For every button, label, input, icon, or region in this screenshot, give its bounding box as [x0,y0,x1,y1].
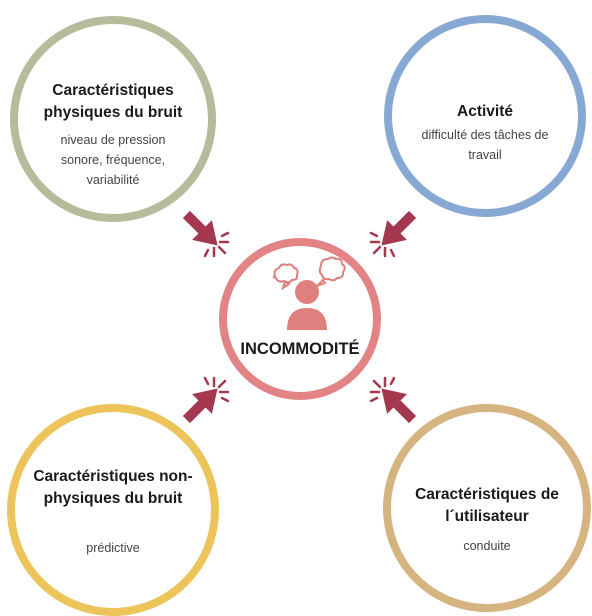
center-label: INCOMMODITÉ [240,340,360,358]
subtitle-line: variabilité [86,173,140,187]
activity-circle: Activité difficulté des tâches de travai… [384,15,586,217]
click-arrow-icon [369,210,417,258]
circle-text: Caractéristiques non- physiques du bruit… [15,466,211,558]
circle-title: Caractéristiques non- physiques du bruit [33,466,192,510]
title-line: l´utilisateur [445,508,529,525]
person-head [295,280,319,304]
noise-nonphysical-characteristics-circle: Caractéristiques non- physiques du bruit… [7,404,219,616]
annoyance-center-circle: INCOMMODITÉ [219,238,381,400]
noise-physical-characteristics-circle: Caractéristiques physiques du bruit nive… [10,16,216,222]
title-line: Caractéristiques non- [33,468,193,485]
circle-subtitle: niveau de pression sonore, fréquence, va… [61,130,166,190]
subtitle-line: sonore, fréquence, [60,153,166,167]
annoyed-person-icon [272,256,346,330]
subtitle-line: travail [468,148,502,162]
title-line: Activité [457,103,513,120]
title-line: physiques du bruit [43,490,183,507]
title-line: physiques du bruit [43,104,183,121]
circle-title: Caractéristiques de l´utilisateur [415,484,559,528]
subtitle-line: conduite [463,539,511,553]
title-line: Caractéristiques de [415,486,559,503]
click-arrow-icon [182,376,230,424]
circle-subtitle: prédictive [86,538,140,558]
subtitle-line: prédictive [86,541,140,555]
circle-text: Activité difficulté des tâches de travai… [392,101,578,165]
subtitle-line: difficulté des tâches de [421,128,549,142]
click-arrow-icon [369,376,417,424]
subtitle-line: niveau de pression [60,133,166,147]
circle-title: Caractéristiques physiques du bruit [44,80,183,124]
title-line: Caractéristiques [52,82,174,99]
circle-text: Caractéristiques de l´utilisateur condui… [391,484,583,556]
circle-subtitle: difficulté des tâches de travail [422,125,549,165]
person-body [287,308,327,330]
circle-title: Activité [457,101,513,123]
click-arrow-icon [182,210,230,258]
circle-text: Caractéristiques physiques du bruit nive… [18,80,208,190]
user-characteristics-circle: Caractéristiques de l´utilisateur condui… [383,404,591,612]
circle-subtitle: conduite [463,536,510,556]
